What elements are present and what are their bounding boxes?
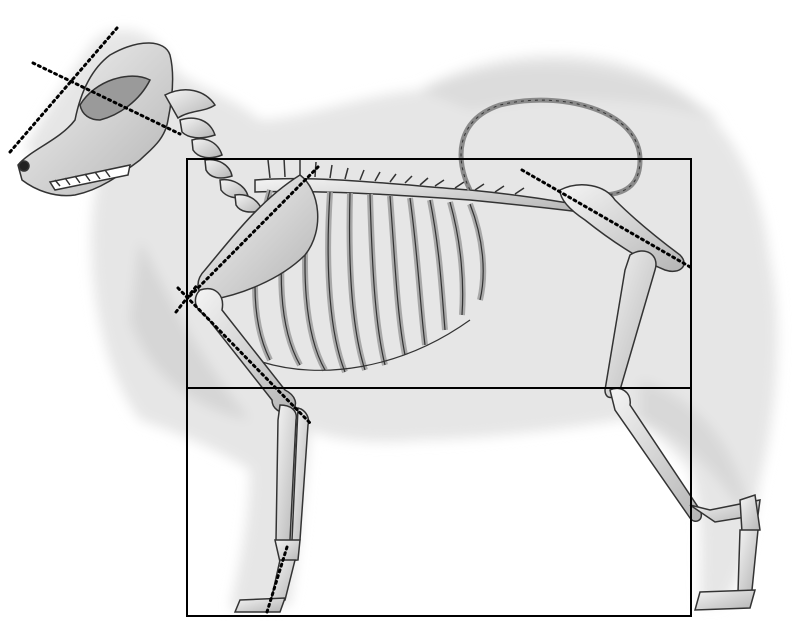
dog-skeleton-figure	[0, 0, 793, 621]
